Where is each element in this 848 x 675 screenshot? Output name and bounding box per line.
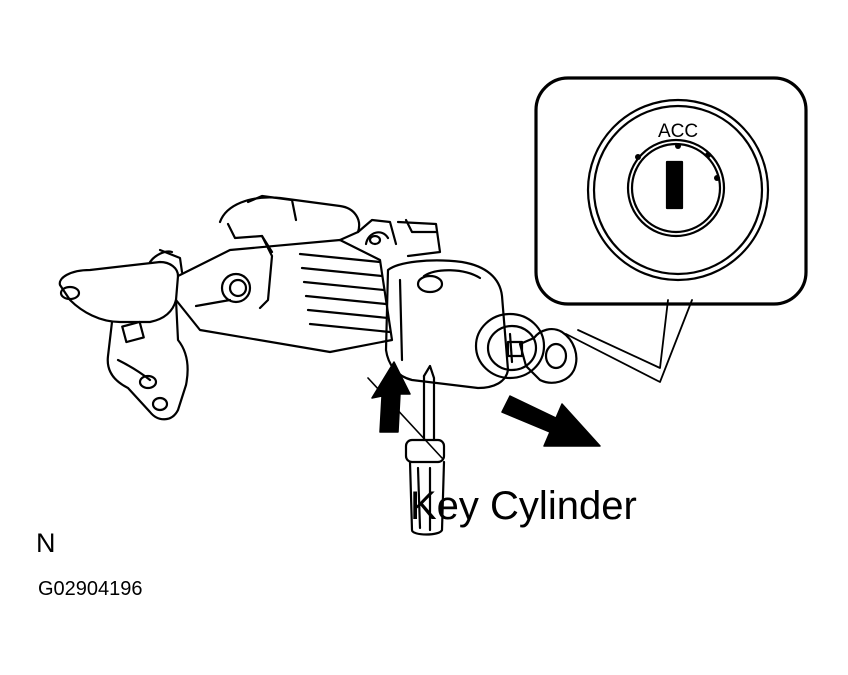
pull-direction-arrow-icon	[501, 395, 601, 447]
steering-column-assembly-icon	[58, 194, 442, 421]
inset-position-label: ACC	[658, 121, 698, 142]
figure-code: G02904196	[38, 578, 143, 600]
screwdriver-icon	[404, 364, 446, 536]
lift-direction-arrow-icon	[371, 361, 411, 433]
switch-position-dots	[635, 143, 720, 181]
key-cylinder-icon	[384, 259, 546, 390]
key-cylinder-label: Key Cylinder	[410, 484, 637, 528]
ignition-switch-face-inset-icon	[534, 76, 808, 306]
note-letter: N	[36, 528, 56, 558]
ignition-key-icon	[506, 328, 578, 384]
